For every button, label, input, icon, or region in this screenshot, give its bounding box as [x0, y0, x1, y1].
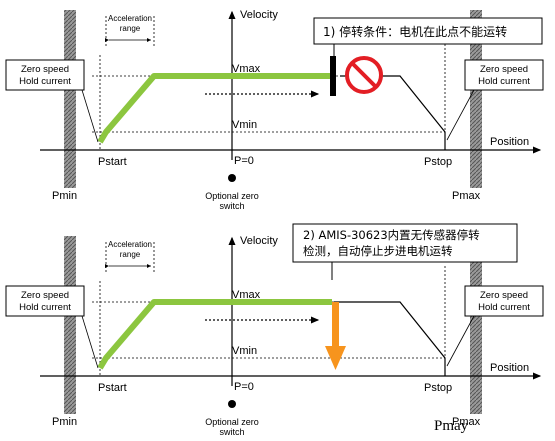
- callout-1-box: [313, 17, 543, 45]
- hold-box-left-2: [5, 285, 85, 317]
- vmin-label: Vmin: [232, 119, 257, 131]
- right-wall-2: [470, 236, 482, 414]
- pstop-label-2: Pstop: [424, 382, 452, 394]
- position-label: Position: [490, 136, 529, 148]
- vmax-label-2: Vmax: [232, 289, 261, 301]
- velocity-label-2: Velocity: [240, 235, 278, 247]
- hold-right2-line2: Hold current: [478, 302, 530, 313]
- hold-right-line2: Hold current: [478, 76, 530, 87]
- zero-switch-label-1: Optional zero: [205, 191, 259, 201]
- acceleration-label-2: range: [120, 24, 141, 33]
- bottom-panel: Velocity Position Acceleration range Vma…: [5, 223, 544, 437]
- vmin-label-2: Vmin: [232, 345, 257, 357]
- zero-switch-marker: [228, 174, 236, 182]
- p0-label-2: P=0: [234, 381, 254, 393]
- pstart-label-2: Pstart: [98, 382, 127, 394]
- stop-icon: [345, 56, 383, 94]
- hold-right-line1: Zero speed: [480, 64, 528, 75]
- callout-2-box: [292, 223, 518, 263]
- vmax-label: Vmax: [232, 63, 261, 75]
- watermark: Pmay: [434, 418, 469, 434]
- hold-left2-line1: Zero speed: [21, 290, 69, 301]
- hold-box-left: [5, 59, 85, 91]
- pstop-label: Pstop: [424, 156, 452, 168]
- planned-profile-2: [334, 301, 446, 376]
- stall-stop-arrow: [325, 302, 346, 370]
- hold-box-right-2: [464, 285, 544, 317]
- pstart-label: Pstart: [98, 156, 127, 168]
- velocity-label: Velocity: [240, 9, 278, 21]
- zero-switch-label-2-1: Optional zero: [205, 417, 259, 427]
- callout-1-text: 1) 停转条件：电机在此点不能运转: [323, 24, 507, 39]
- right-wall: [470, 10, 482, 188]
- hold-left-line1: Zero speed: [21, 64, 69, 75]
- left-wall: [64, 10, 76, 188]
- acceleration-label-1: Acceleration: [108, 14, 152, 23]
- pmin-label: Pmin: [52, 190, 77, 202]
- green-velocity-profile: [97, 73, 335, 144]
- p0-label: P=0: [234, 155, 254, 167]
- position-label-2: Position: [490, 362, 529, 374]
- stop-bar: [330, 56, 336, 96]
- zero-switch-label-2-2: switch: [219, 427, 244, 437]
- callout-2-line1: 2) AMIS-30623内置无传感器停转: [303, 228, 480, 242]
- pmax-label-2: Pmax: [452, 416, 481, 428]
- green-velocity-profile-2: [97, 299, 332, 370]
- left-wall-2: [64, 236, 76, 414]
- top-panel: Velocity Position Acceleration range Vma…: [5, 9, 544, 211]
- pmin-label-2: Pmin: [52, 416, 77, 428]
- hold-right2-line1: Zero speed: [480, 290, 528, 301]
- zero-switch-label-2: switch: [219, 201, 244, 211]
- acceleration-label-2a: Acceleration: [108, 240, 152, 249]
- hold-left2-line2: Hold current: [19, 302, 71, 313]
- hold-box-right: [464, 59, 544, 91]
- pmax-label: Pmax: [452, 190, 481, 202]
- callout-2-line2: 检测，自动停止步进电机运转: [303, 244, 453, 258]
- acceleration-label-2b: range: [120, 250, 141, 259]
- hold-left-line2: Hold current: [19, 76, 71, 87]
- zero-switch-marker-2: [228, 400, 236, 408]
